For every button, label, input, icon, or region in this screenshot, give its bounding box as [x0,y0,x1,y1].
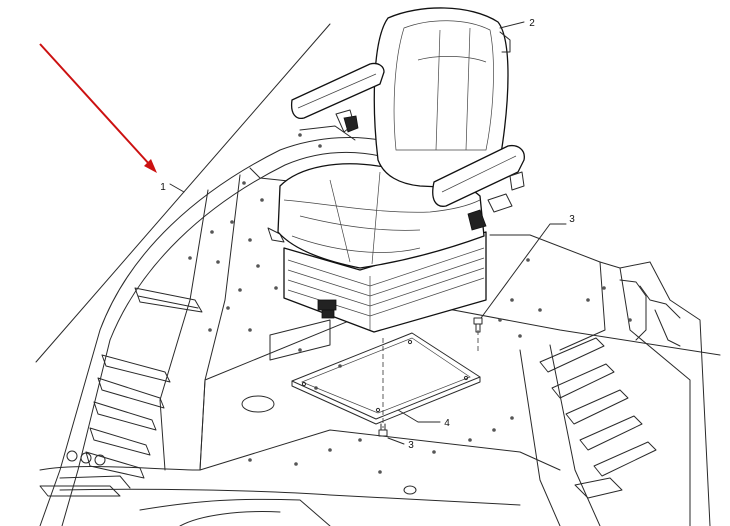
bolt-upper [473,317,483,333]
left-vent-slots [85,287,203,479]
callout-4: 4 [444,418,450,429]
right-armrest [432,144,525,231]
callout-1: 1 [160,182,166,193]
seat-suspension [267,227,487,333]
mounting-plate [291,332,481,425]
seat-backrest [373,7,511,189]
bolt-lower [378,423,388,437]
left-armrest [290,62,385,133]
callout-3-upper: 3 [569,214,575,225]
assembly-guide-lines [382,330,479,428]
callout-2: 2 [529,18,535,29]
callout-3-lower: 3 [408,440,414,451]
leader-lines [35,21,567,445]
fastener-dots [188,133,632,474]
red-pointer-arrow [39,43,157,173]
floor-details [39,319,417,497]
right-vent-slots [539,337,657,499]
